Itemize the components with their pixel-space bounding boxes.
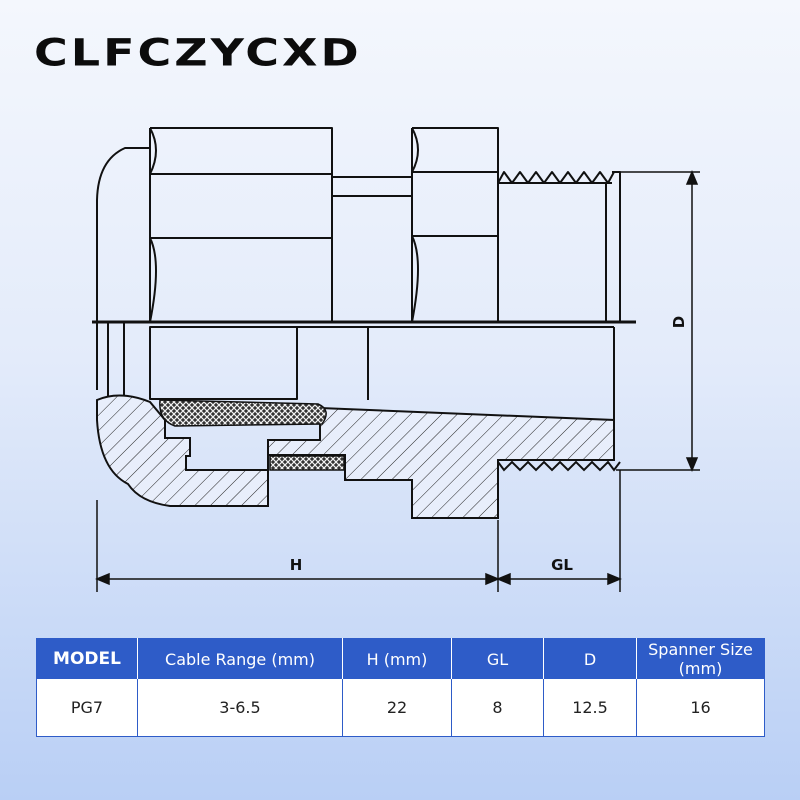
table-row: PG7 3-6.5 22 8 12.5 16 [36, 679, 765, 737]
dim-label-h: H [290, 556, 303, 574]
header-cable-range: Cable Range (mm) [137, 638, 343, 679]
cell-gl: 8 [451, 679, 544, 737]
dim-label-d: D [670, 316, 688, 328]
cap-nut [149, 127, 333, 322]
header-spanner-size: Spanner Size (mm) [636, 638, 765, 679]
header-d: D [543, 638, 637, 679]
thread-bottom [497, 460, 621, 472]
table-header-row: MODEL Cable Range (mm) H (mm) GL D Spann… [36, 638, 765, 679]
body-hex [411, 127, 499, 322]
header-gl: GL [451, 638, 544, 679]
brand-logo: CLFCZYCXD [34, 30, 362, 75]
spec-table: MODEL Cable Range (mm) H (mm) GL D Spann… [36, 638, 765, 737]
cell-spanner-size: 16 [690, 698, 711, 717]
thread-top [497, 171, 615, 184]
seal-bottom [269, 455, 345, 471]
cell-h: 22 [342, 679, 452, 737]
section-cap [96, 394, 269, 507]
cell-d: 12.5 [543, 679, 637, 737]
dimension-d [616, 170, 700, 472]
dimension-h [95, 500, 500, 592]
header-model: MODEL [36, 638, 138, 679]
header-h: H (mm) [342, 638, 452, 679]
cell-cable-range: 3-6.5 [137, 679, 343, 737]
dim-label-gl: GL [551, 556, 573, 574]
dome-cap [96, 147, 150, 322]
cell-model: PG7 [36, 679, 138, 737]
section-body [267, 406, 615, 519]
seal-top [159, 399, 327, 427]
dimension-gl [496, 470, 622, 592]
